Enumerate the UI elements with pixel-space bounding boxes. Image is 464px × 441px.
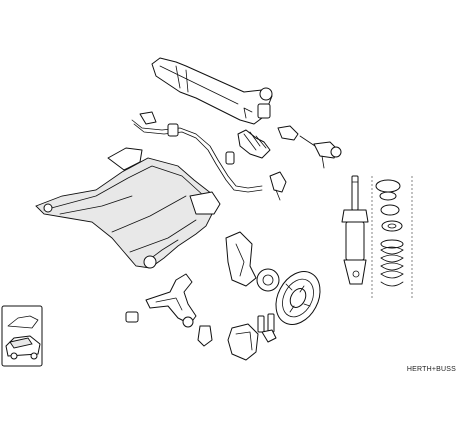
- steering-rack-icon: [151, 57, 273, 125]
- wheel-hub-icon: [225, 231, 280, 292]
- stabilizer-bar-icon: [131, 111, 287, 201]
- tie-rod-boot-icon: [237, 125, 342, 169]
- brake-caliper-icon: [227, 313, 277, 361]
- brand-watermark: HERTH+BUSS: [406, 366, 456, 373]
- shock-absorber-icon: [341, 175, 369, 285]
- brake-disc-icon: [275, 271, 321, 325]
- control-arm-icon: [125, 273, 213, 347]
- coil-spring-icon: [371, 176, 413, 300]
- subframe-icon: [35, 147, 221, 269]
- top-mount-icon: [375, 179, 403, 232]
- car-thumbnail-icon: [1, 305, 43, 367]
